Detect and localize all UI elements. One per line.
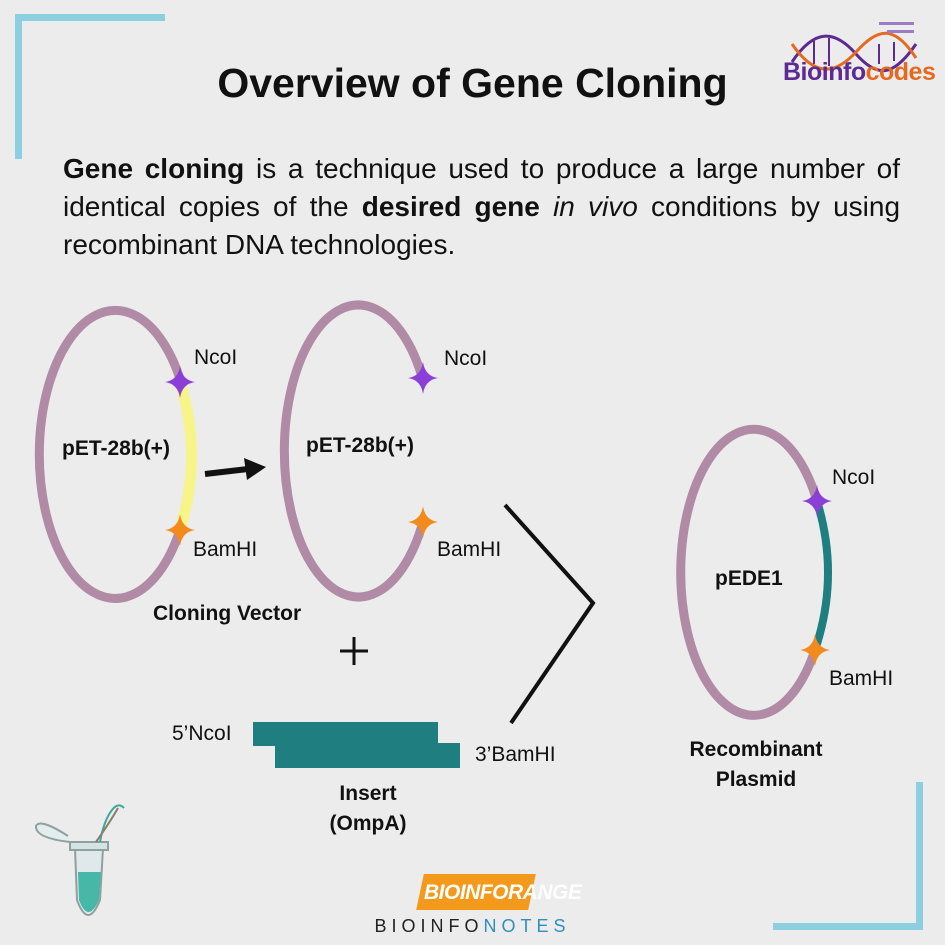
ligation-bracket bbox=[503, 503, 596, 725]
cloning-vector-caption: Cloning Vector bbox=[153, 602, 301, 625]
recombinant-plasmid: pEDE1 NcoI BamHI Recombinant Plasmid bbox=[676, 424, 893, 791]
insert-caption-line1: Insert bbox=[339, 782, 396, 805]
plasmid-caption-line1: Recombinant bbox=[689, 738, 822, 761]
intro-gene: desired gene bbox=[361, 191, 540, 222]
vector1-name: pET-28b(+) bbox=[62, 437, 170, 460]
logo-wordmark: Bioinfocodes bbox=[783, 58, 936, 87]
vector2-ncoi-label: NcoI bbox=[444, 347, 487, 370]
intro-text-1: is a technique used to produce a large n… bbox=[63, 153, 900, 222]
plus-icon bbox=[340, 637, 368, 665]
vector1-bamhi-label: BamHI bbox=[193, 538, 257, 561]
corner-accent-bottom bbox=[773, 923, 923, 930]
insert-top-strand bbox=[253, 722, 438, 746]
plasmid-caption-line2: Plasmid bbox=[716, 768, 797, 791]
ncoi-site-icon bbox=[802, 485, 832, 517]
process-arrow-icon bbox=[204, 458, 266, 480]
bamhi-site-icon bbox=[165, 514, 195, 546]
intro-term: Gene cloning bbox=[63, 153, 245, 184]
cut-vector-backbone bbox=[279, 300, 428, 602]
cloning-vector-plasmid: pET-28b(+) NcoI BamHI bbox=[34, 305, 257, 603]
intro-text-2: conditions by using recombinant DNA tech… bbox=[63, 191, 901, 260]
vector2-name: pET-28b(+) bbox=[306, 434, 414, 457]
corner-accent-top bbox=[15, 14, 165, 21]
insert-dna-fragment: 5’NcoI 3’BamHI Insert (OmpA) bbox=[172, 722, 556, 835]
insert-5prime-label: 5’NcoI bbox=[172, 722, 232, 745]
plasmid-name: pEDE1 bbox=[715, 567, 783, 590]
excised-region bbox=[174, 380, 197, 532]
corner-accent-right bbox=[916, 782, 923, 930]
dna-helix-logo-icon bbox=[790, 22, 918, 72]
intro-paragraph: Gene cloning is a technique used to prod… bbox=[63, 150, 900, 264]
vector1-ncoi-label: NcoI bbox=[194, 346, 237, 369]
insert-3prime-label: 3’BamHI bbox=[475, 743, 556, 766]
brand-logo-text: BIOINFORANGE bbox=[424, 881, 582, 904]
cut-vector-plasmid: pET-28b(+) NcoI BamHI bbox=[279, 300, 501, 602]
brand-name: BIOINFONOTES bbox=[0, 916, 945, 937]
logo-wordmark-part1: Bioinfo bbox=[783, 58, 866, 86]
ncoi-site-icon bbox=[165, 366, 195, 398]
brand-name-part2: NOTES bbox=[483, 916, 571, 936]
insert-bottom-strand bbox=[275, 743, 460, 768]
corner-accent-left bbox=[15, 14, 22, 159]
plasmid-backbone bbox=[676, 424, 822, 720]
logo-wordmark-part2: codes bbox=[865, 58, 936, 86]
vector-backbone bbox=[34, 305, 186, 603]
ncoi-site-icon bbox=[408, 362, 438, 394]
page-title: Overview of Gene Cloning bbox=[217, 60, 728, 106]
bamhi-site-icon bbox=[800, 634, 830, 666]
vector2-bamhi-label: BamHI bbox=[437, 538, 501, 561]
test-tube-icon bbox=[35, 804, 125, 916]
bamhi-site-icon bbox=[408, 506, 438, 538]
insert-caption-line2: (OmpA) bbox=[330, 812, 407, 835]
plasmid-ncoi-label: NcoI bbox=[832, 466, 875, 489]
intro-in-vivo: in vivo bbox=[553, 191, 638, 222]
plasmid-bamhi-label: BamHI bbox=[829, 667, 893, 690]
brand-name-part1: BIOINFO bbox=[374, 916, 484, 936]
plasmid-insert-region bbox=[811, 499, 833, 652]
